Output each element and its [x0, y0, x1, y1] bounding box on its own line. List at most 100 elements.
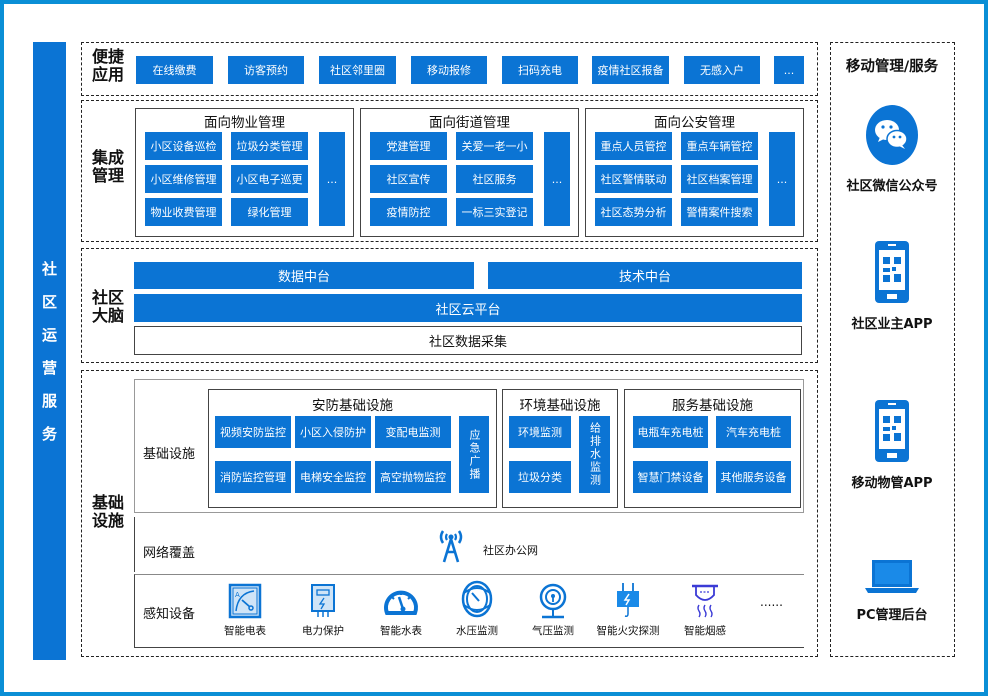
app-visitor-booking[interactable]: 访客预约	[228, 56, 304, 84]
property-app[interactable]: 移动物管APP	[832, 400, 952, 491]
convenience-layer: 便捷应用 在线缴费 访客预约 社区邻里圈 移动报修 扫码充电 疫情社区报备 无感…	[81, 42, 818, 96]
sensor-item[interactable]: A 智能电表	[210, 583, 280, 638]
infra-item[interactable]: 汽车充电桩	[716, 416, 791, 448]
wechat-account[interactable]: 社区微信公众号	[832, 105, 952, 194]
ammeter-icon: A	[228, 583, 262, 619]
app-epidemic-report[interactable]: 疫情社区报备	[592, 56, 669, 84]
module-more[interactable]: ...	[319, 132, 345, 226]
sensor-item[interactable]: 电力保护	[288, 583, 358, 638]
street-management-group: 面向街道管理 党建管理 关爱一老一小 社区宣传 社区服务 疫情防控 一标三实登记…	[360, 108, 579, 237]
module-item[interactable]: 一标三实登记	[456, 198, 533, 226]
sensing-label: 感知设备	[143, 607, 196, 622]
app-mobile-repair[interactable]: 移动报修	[411, 56, 487, 84]
mobile-item-label: PC管理后台	[856, 608, 928, 623]
infra-item[interactable]: 小区入侵防护	[295, 416, 371, 448]
group-title: 服务基础设施	[672, 398, 753, 414]
property-management-group: 面向物业管理 小区设备巡检 垃圾分类管理 小区维修管理 小区电子巡更 物业收费管…	[135, 108, 354, 237]
mobile-item-label: 社区业主APP	[851, 317, 933, 332]
app-neighborhood[interactable]: 社区邻里圈	[319, 56, 396, 84]
sensor-item[interactable]: 智能烟感	[670, 583, 740, 638]
sensor-item[interactable]: 气压监测	[518, 583, 588, 638]
integration-layer: 集成管理 面向物业管理 小区设备巡检 垃圾分类管理 小区维修管理 小区电子巡更 …	[81, 100, 818, 242]
data-platform[interactable]: 数据中台	[134, 262, 474, 289]
module-item[interactable]: 小区维修管理	[145, 165, 222, 193]
network-label: 网络覆盖	[143, 546, 196, 561]
module-item[interactable]: 绿化管理	[231, 198, 308, 226]
infra-item[interactable]: 电梯安全监控	[295, 461, 371, 493]
module-item[interactable]: 社区档案管理	[681, 165, 758, 193]
police-management-group: 面向公安管理 重点人员管控 重点车辆管控 社区警情联动 社区档案管理 社区态势分…	[585, 108, 804, 237]
module-item[interactable]: 警情案件搜索	[681, 198, 758, 226]
infra-item[interactable]: 消防监控管理	[215, 461, 291, 493]
sensor-label: 智能电表	[224, 625, 266, 637]
infra-item[interactable]: 智慧门禁设备	[633, 461, 708, 493]
group-title: 环境基础设施	[519, 398, 601, 414]
sensing-devices-row: 感知设备 A 智能电表	[134, 574, 804, 648]
infra-item[interactable]: 其他服务设备	[716, 461, 791, 493]
mobile-item-label: 社区微信公众号	[846, 179, 938, 194]
laptop-icon	[865, 560, 919, 593]
service-infra-group: 服务基础设施 电瓶车充电桩 汽车充电桩 智慧门禁设备 其他服务设备	[624, 389, 801, 508]
module-more[interactable]: ...	[544, 132, 570, 226]
antenna-icon	[438, 527, 464, 563]
module-item[interactable]: 重点人员管控	[595, 132, 672, 160]
module-item[interactable]: 小区设备巡检	[145, 132, 222, 160]
cloud-platform[interactable]: 社区云平台	[134, 294, 802, 322]
infrastructure-layer: 基础设施 基础设施 安防基础设施 视频安防监控 小区入侵防护 变配电监测 消防监…	[81, 370, 818, 657]
convenience-layer-title: 便捷应用	[92, 47, 125, 84]
module-item[interactable]: 物业收费管理	[145, 198, 222, 226]
air-pressure-icon	[539, 583, 567, 619]
sidebar-char: 运	[41, 326, 57, 344]
module-item[interactable]: 关爱一老一小	[456, 132, 533, 160]
emergency-broadcast[interactable]: 应急广播	[459, 416, 489, 493]
infra-item[interactable]: 视频安防监控	[215, 416, 291, 448]
basic-facilities-label: 基础设施	[143, 447, 196, 462]
group-title: 面向街道管理	[429, 115, 510, 131]
module-item[interactable]: 社区宣传	[370, 165, 447, 193]
module-item[interactable]: 党建管理	[370, 132, 447, 160]
community-operation-sidebar: 社 区 运 营 服 务	[33, 42, 66, 660]
mobile-management-panel: 移动管理/服务 社区微信公众号 社	[830, 42, 955, 657]
sensor-label: 电力保护	[302, 625, 344, 637]
infra-item[interactable]: 环境监测	[509, 416, 571, 448]
group-title: 面向物业管理	[204, 115, 285, 131]
office-network-label: 社区办公网	[483, 544, 538, 557]
sensor-item[interactable]: 智能火灾探测	[593, 581, 663, 638]
sensor-label: 气压监测	[532, 625, 574, 637]
phone-qr-icon	[875, 400, 909, 462]
pc-backend[interactable]: PC管理后台	[832, 558, 952, 623]
module-item[interactable]: 社区态势分析	[595, 198, 672, 226]
app-online-payment[interactable]: 在线缴费	[136, 56, 213, 84]
owner-app[interactable]: 社区业主APP	[832, 241, 952, 332]
module-item[interactable]: 社区警情联动	[595, 165, 672, 193]
infra-item[interactable]: 电瓶车充电桩	[633, 416, 708, 448]
module-more[interactable]: ...	[769, 132, 795, 226]
module-item[interactable]: 社区服务	[456, 165, 533, 193]
module-item[interactable]: 疫情防控	[370, 198, 447, 226]
app-seamless-entry[interactable]: 无感入户	[684, 56, 760, 84]
water-supply-monitor[interactable]: 给排水监测	[579, 416, 610, 493]
phone-qr-icon	[875, 241, 909, 303]
sensor-label: 智能火灾探测	[596, 625, 660, 637]
module-item[interactable]: 重点车辆管控	[681, 132, 758, 160]
power-protection-icon	[311, 584, 335, 617]
infra-item[interactable]: 变配电监测	[375, 416, 451, 448]
sidebar-char: 务	[41, 425, 57, 443]
community-brain-layer: 社区大脑 数据中台 技术中台 社区云平台 社区数据采集	[81, 248, 818, 363]
module-item[interactable]: 小区电子巡更	[231, 165, 308, 193]
sensor-item[interactable]: 水压监测	[442, 579, 512, 638]
infra-item[interactable]: 垃圾分类	[509, 461, 571, 493]
sidebar-char: 营	[41, 359, 57, 377]
data-collection[interactable]: 社区数据采集	[134, 326, 802, 355]
svg-text:A: A	[235, 591, 240, 599]
sensor-item[interactable]: 智能水表	[366, 583, 436, 638]
sensor-label: 智能水表	[380, 625, 422, 637]
app-scan-charge[interactable]: 扫码充电	[502, 56, 578, 84]
tech-platform[interactable]: 技术中台	[488, 262, 802, 289]
module-item[interactable]: 垃圾分类管理	[231, 132, 308, 160]
smoke-detector-icon	[692, 584, 718, 618]
app-more[interactable]: ...	[774, 56, 804, 84]
security-infra-group: 安防基础设施 视频安防监控 小区入侵防护 变配电监测 消防监控管理 电梯安全监控…	[208, 389, 497, 508]
infra-item[interactable]: 高空抛物监控	[375, 461, 451, 493]
water-pressure-icon	[461, 580, 493, 618]
